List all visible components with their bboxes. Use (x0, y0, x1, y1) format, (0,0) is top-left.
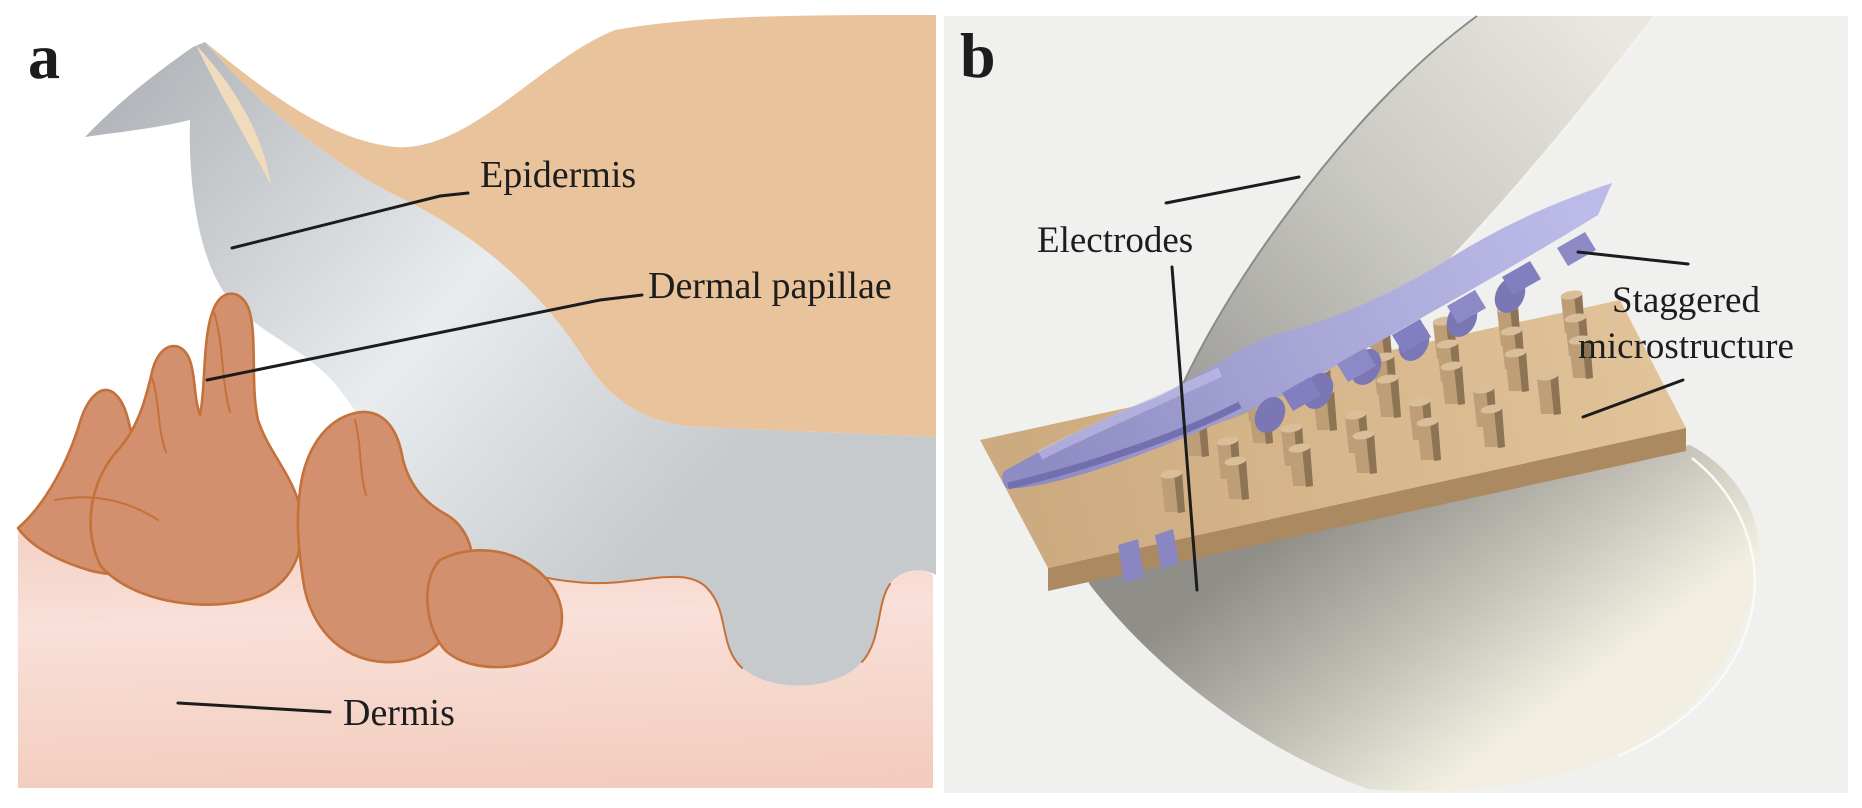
epidermis-shape (205, 15, 936, 437)
papilla-inner-line (54, 496, 159, 521)
stratum-corneum-layer (85, 42, 936, 686)
staggered-label-line2: microstructure (1578, 326, 1794, 367)
film-front-edge (1007, 401, 1242, 490)
film-top-highlight (1037, 367, 1223, 460)
panel-a-letter: a (28, 21, 60, 92)
papilla-inner-line (151, 377, 167, 453)
dermal-papilla-shape (425, 549, 564, 669)
papilla-inner-line (213, 311, 231, 413)
bottom-sheet-edge-highlight (1617, 457, 1756, 758)
microstructure-leader-line (1581, 378, 1685, 419)
papilla-inner-line (354, 419, 367, 496)
dermal-papillae-label: Dermal papillae (648, 265, 892, 307)
film-left-teeth-bits (1118, 529, 1179, 583)
epidermis-label: Epidermis (480, 154, 636, 196)
top-sheet-edge-line (1164, 15, 1478, 429)
top-electrode-sheet (1165, 16, 1655, 430)
dermis-label: Dermis (343, 692, 455, 734)
epidermis-leader-line (230, 191, 470, 250)
panel-b-sensor-diagram: b Electrodes Staggered microstructure (944, 15, 1848, 793)
electrodes-lower-leader-line (1170, 265, 1199, 592)
epidermis-pale-strip (196, 45, 271, 185)
staggered-label-line1: Staggered (1612, 280, 1760, 321)
dermal-papilla-shape (89, 292, 304, 606)
microstructure-film (1002, 183, 1612, 489)
panel-b-letter: b (960, 20, 996, 91)
dermis-leader-line (176, 701, 332, 714)
film-staggered-teeth (1282, 232, 1596, 411)
substrate-plate-front (1048, 428, 1686, 591)
electrodes-upper-leader-line (1164, 175, 1301, 205)
dermis-bump-line (861, 583, 891, 663)
dermal-papillae-leader-line (205, 293, 644, 382)
panel-a-skin-diagram: a Epidermis Dermal papillae Dermis (16, 15, 936, 788)
electrodes-label: Electrodes (1037, 220, 1193, 261)
staggered-leader-line (1576, 250, 1690, 266)
